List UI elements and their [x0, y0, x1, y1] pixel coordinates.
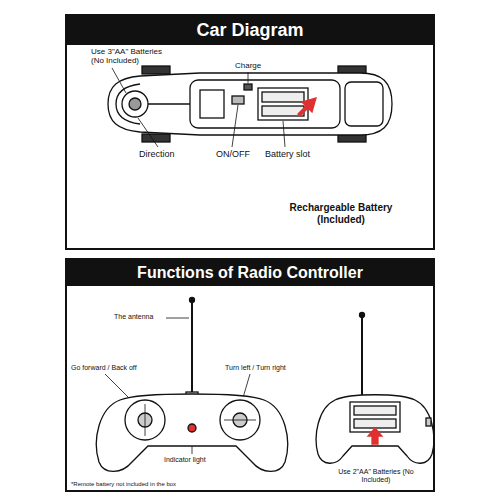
- wheel: [142, 134, 170, 142]
- controller-body: [316, 395, 434, 464]
- battery-cell: [354, 419, 396, 428]
- leader-line: [138, 118, 158, 147]
- chassis-outline: [190, 80, 340, 128]
- circuit-board: [200, 90, 224, 118]
- leader-line: [283, 121, 285, 147]
- steering-rod: [148, 103, 190, 104]
- power-switch: [232, 96, 244, 104]
- part-label: ON/OFF: [215, 149, 251, 159]
- part-label: The antenna: [113, 313, 154, 321]
- car-body: [108, 73, 392, 135]
- controller-front: [96, 298, 287, 472]
- panel-heading: Functions of Radio Controller: [67, 260, 433, 286]
- controller-body: [96, 394, 287, 471]
- part-label: Charge: [234, 61, 262, 70]
- antenna: [361, 317, 363, 396]
- wheel: [142, 66, 170, 74]
- charge-port: [244, 84, 252, 90]
- side-switch: [426, 418, 431, 426]
- part-label: Turn left / Turn right: [224, 364, 287, 372]
- steering-motor: [122, 91, 148, 117]
- part-label: Use 3"AA" Batteries (No Included): [90, 47, 176, 65]
- joystick-right: [220, 400, 260, 440]
- leader-line: [166, 318, 189, 319]
- controller-back: [316, 313, 434, 464]
- panel-box: Functions of Radio Controller: [65, 258, 435, 492]
- part-label: Battery slot: [264, 149, 311, 159]
- part-label: Use 2"AA" Batteries (No Included): [330, 468, 422, 484]
- rear-deck: [345, 82, 383, 126]
- stick-guide: [224, 420, 256, 421]
- part-label: Indicator light: [163, 456, 207, 464]
- part-label: *Remote battery not included in the box: [70, 481, 177, 488]
- part-label: Direction: [138, 149, 176, 159]
- leader-line: [112, 68, 126, 93]
- car-drawing: [108, 66, 392, 142]
- stick-guide: [145, 404, 146, 436]
- panel-heading: Car Diagram: [67, 16, 433, 45]
- joystick-left: [125, 400, 165, 440]
- red-arrow: [368, 428, 382, 444]
- antenna: [191, 302, 193, 395]
- indicator-led: [188, 424, 196, 432]
- leader-line: [232, 105, 238, 147]
- steering-gear: [129, 98, 141, 110]
- red-arrow: [298, 98, 316, 116]
- leader-line: [248, 72, 249, 83]
- battery-cell: [354, 406, 396, 415]
- part-label: Rechargeable Battery (Included): [270, 202, 412, 225]
- part-label: Go forward / Back off: [70, 364, 138, 372]
- antenna-tip: [360, 313, 365, 318]
- antenna-tip: [190, 298, 195, 303]
- battery-cell: [262, 92, 304, 102]
